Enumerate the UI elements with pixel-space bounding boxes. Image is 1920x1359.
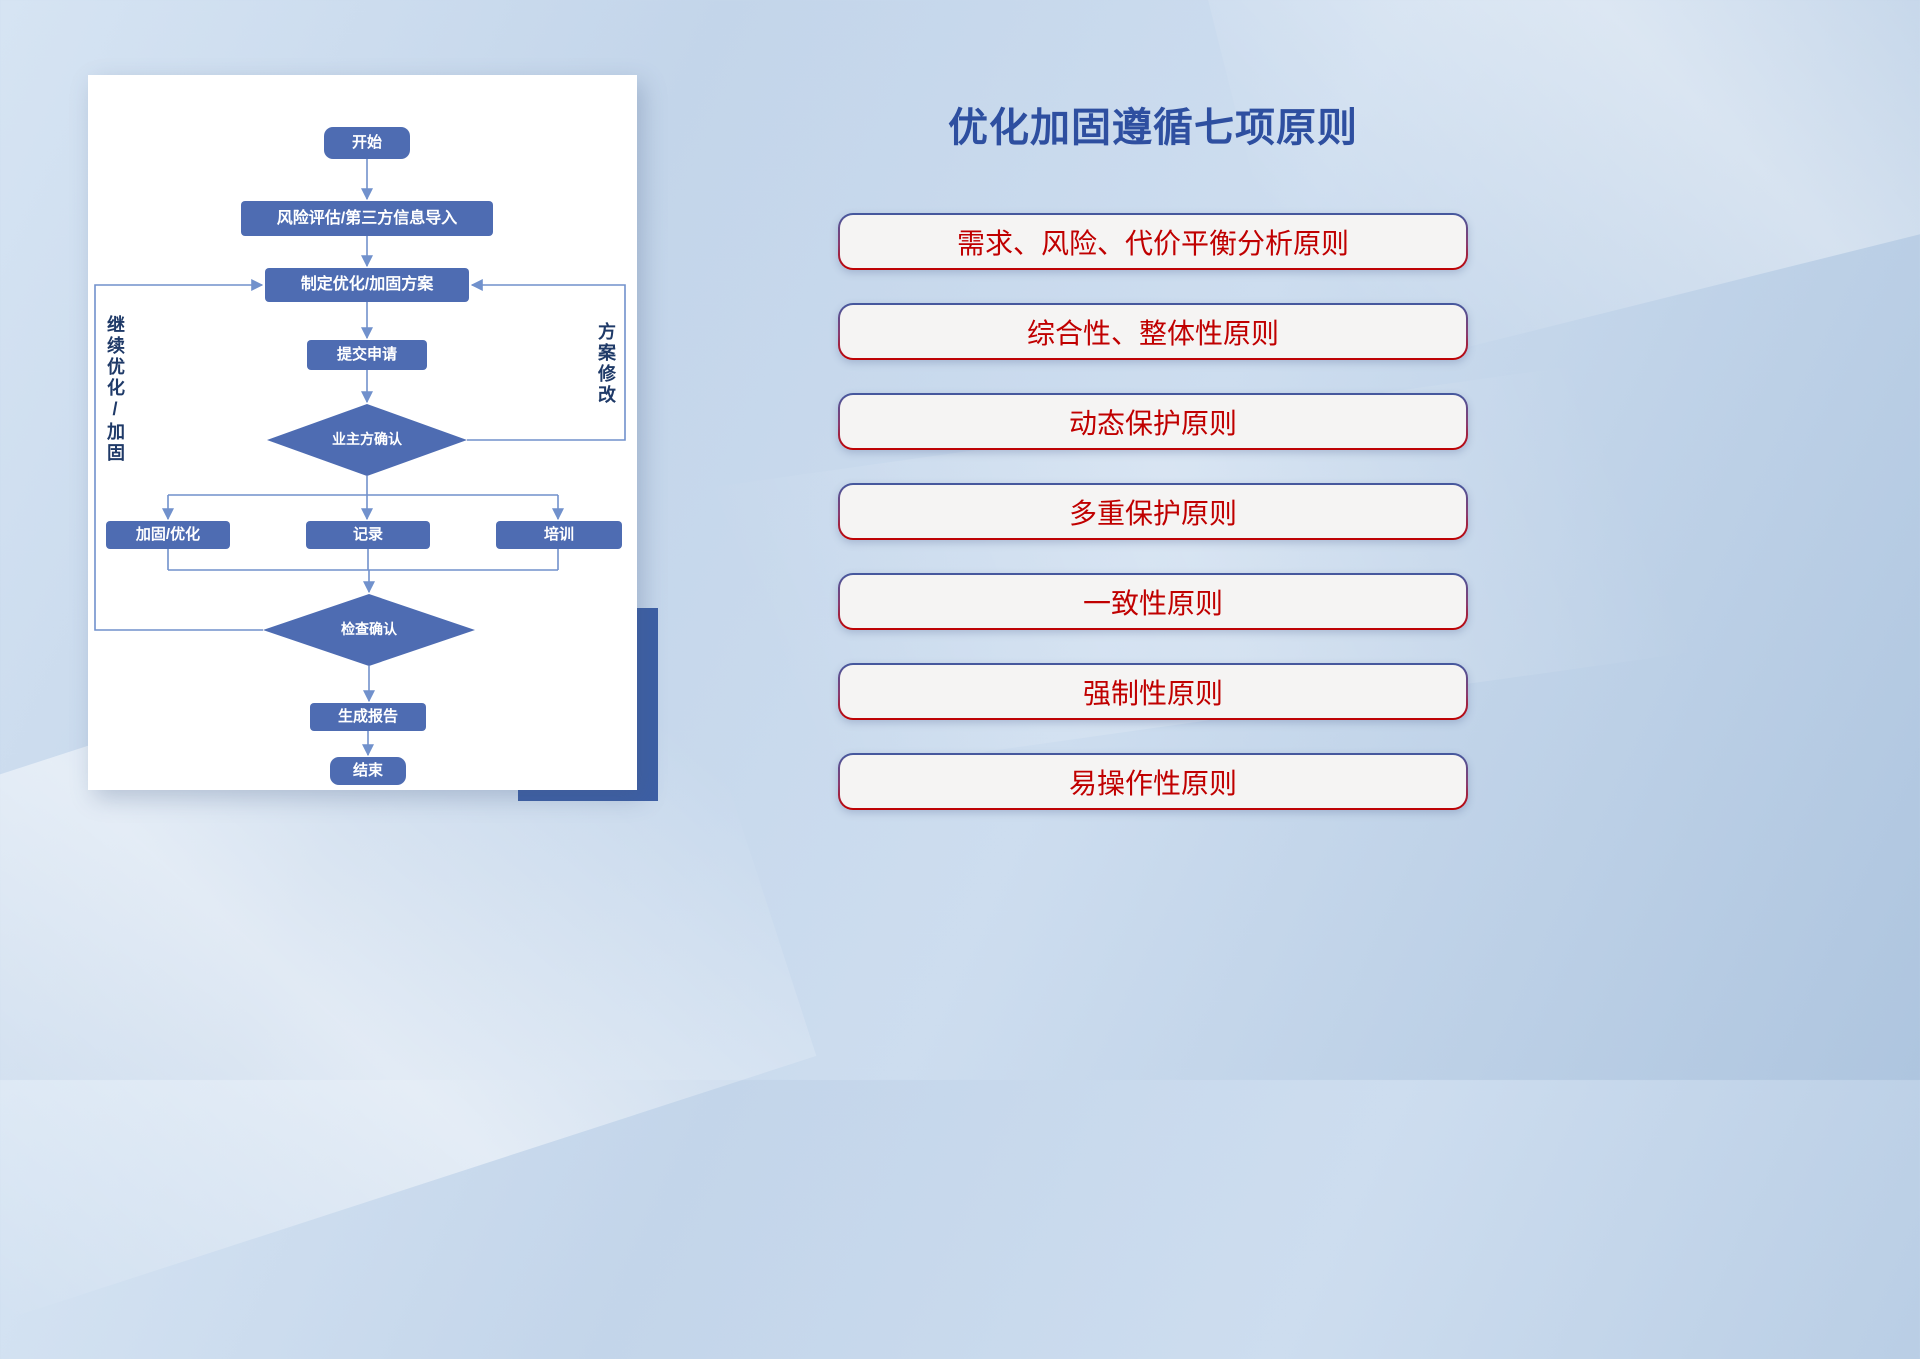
principle-text: 强制性原则 [840,665,1466,718]
principle-card: 一致性原则 [838,573,1468,630]
flow-node-start: 开始 [324,127,410,159]
principles-panel: 优化加固遵循七项原则 需求、风险、代价平衡分析原则 综合性、整体性原则 动态保护… [838,95,1468,843]
principle-card: 易操作性原则 [838,753,1468,810]
flow-node-training: 培训 [496,521,622,549]
principle-card: 动态保护原则 [838,393,1468,450]
flow-node-harden-optimize: 加固/优化 [106,521,230,549]
principle-text: 需求、风险、代价平衡分析原则 [840,215,1466,268]
principle-card: 综合性、整体性原则 [838,303,1468,360]
principle-text: 一致性原则 [840,575,1466,628]
page-title: 优化加固遵循七项原则 [948,106,1358,150]
flow-node-make-plan: 制定优化/加固方案 [265,268,469,302]
flow-node-generate-report: 生成报告 [310,703,426,731]
principle-card: 强制性原则 [838,663,1468,720]
principle-text: 综合性、整体性原则 [840,305,1466,358]
flow-node-end: 结束 [330,757,406,785]
principle-text: 动态保护原则 [840,395,1466,448]
principle-text: 易操作性原则 [840,755,1466,808]
flow-label-continue-optimize: 继续优化/加固 [105,315,125,464]
flow-node-record: 记录 [306,521,430,549]
principles-list: 需求、风险、代价平衡分析原则 综合性、整体性原则 动态保护原则 多重保护原则 一… [838,213,1468,810]
principle-text: 多重保护原则 [840,485,1466,538]
principle-card: 需求、风险、代价平衡分析原则 [838,213,1468,270]
flow-node-risk-assessment: 风险评估/第三方信息导入 [241,201,493,236]
flowchart-card: 开始 风险评估/第三方信息导入 制定优化/加固方案 提交申请 业主方确认 加固/… [88,75,637,790]
flow-node-submit-request: 提交申请 [307,340,427,370]
principle-card: 多重保护原则 [838,483,1468,540]
flow-connectors [94,159,626,757]
flow-label-plan-revision: 方案修改 [596,322,616,406]
